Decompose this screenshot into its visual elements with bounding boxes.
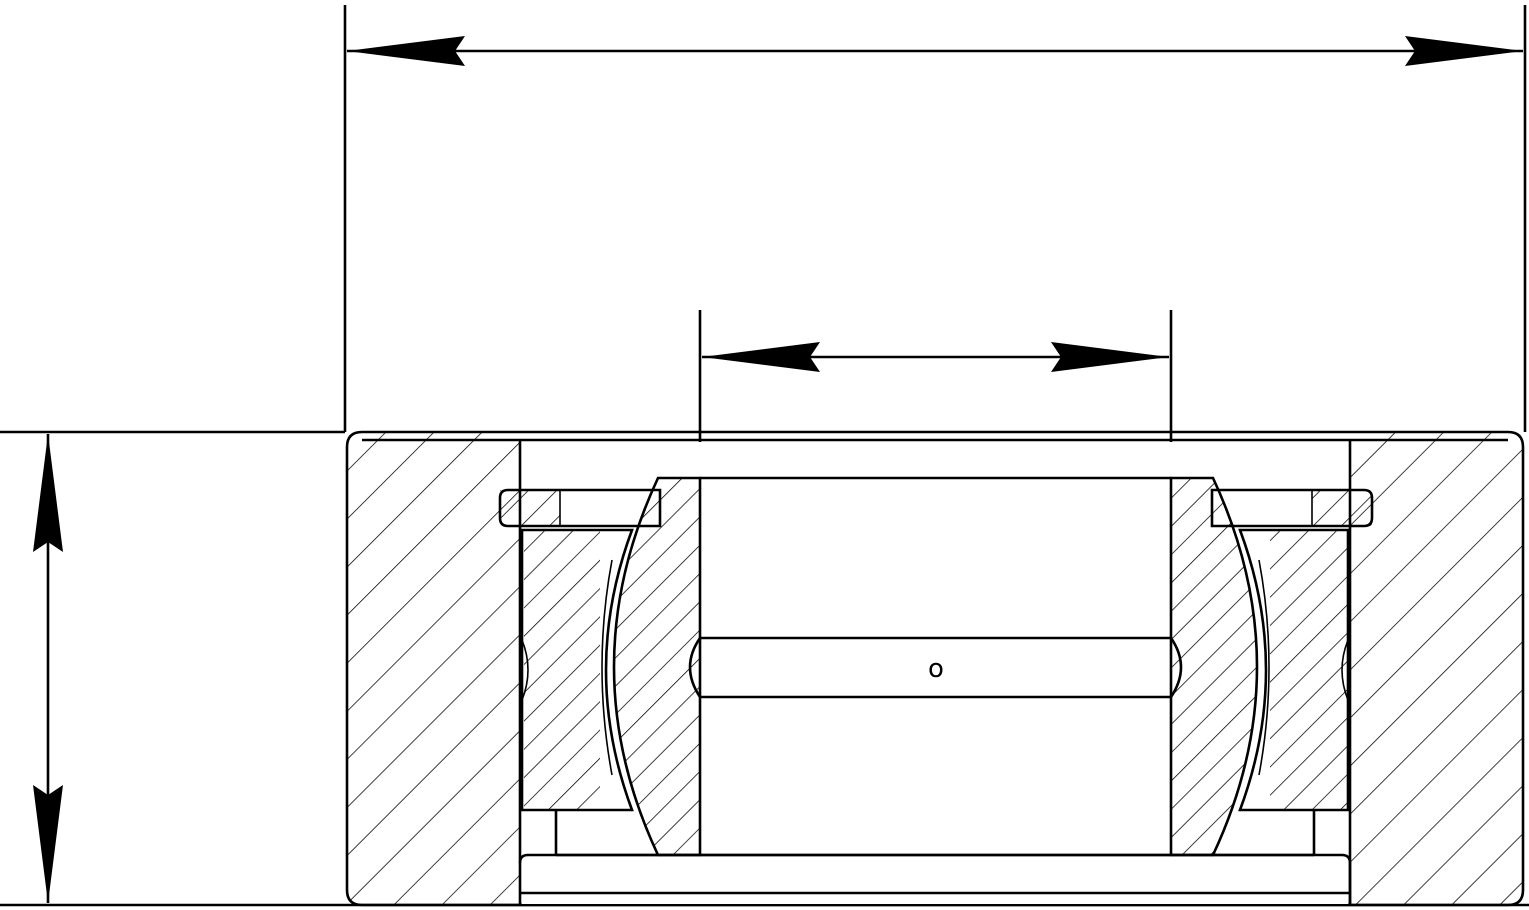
arrowhead-width-top — [33, 434, 63, 552]
outer-race-right — [1238, 528, 1350, 812]
arrowhead-left — [347, 36, 465, 66]
dimension-inner-diameter — [698, 310, 1173, 480]
arrowhead-inner-left — [702, 342, 820, 372]
dimension-outer-diameter — [343, 5, 1527, 432]
outer-housing — [345, 430, 1525, 907]
inner-ring-left — [601, 476, 702, 857]
bottom-flange — [518, 810, 1352, 905]
outer-race-left — [520, 528, 634, 812]
snap-ring-right — [1210, 488, 1374, 528]
arrowhead-right — [1405, 36, 1523, 66]
arrowhead-inner-right — [1051, 342, 1169, 372]
center-mark: o — [928, 654, 944, 684]
inner-ring-right — [1169, 476, 1270, 857]
bore: o — [688, 476, 1183, 699]
arrowhead-width-bottom — [33, 785, 63, 903]
